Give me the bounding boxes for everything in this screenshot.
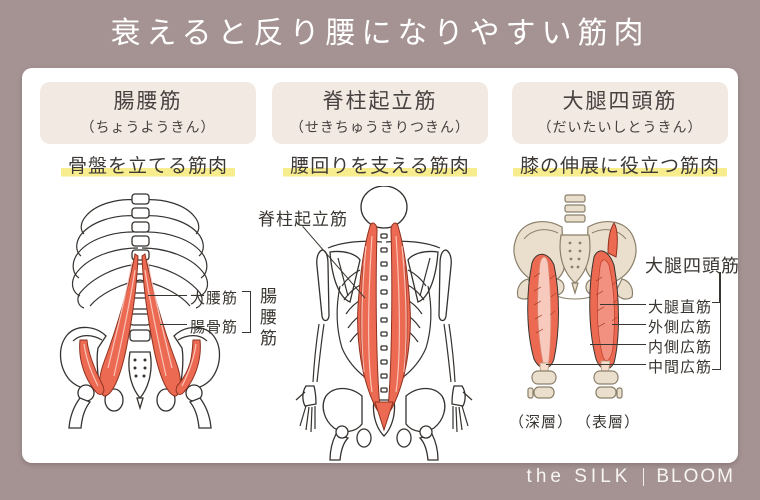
label-deep-layer: （深層） [509,415,574,431]
brand-right: BLOOM [656,466,735,487]
leader-line-vastus-medialis [590,344,646,345]
leader-line-rectus-femoris [600,304,646,305]
brand-logo: the SILK | BLOOM [527,466,735,488]
iliopsoas-illustration [59,193,221,429]
muscle-name: 大腿四頭筋 [562,89,678,114]
muscle-role-iliopsoas: 骨盤を立てる筋肉 [40,151,256,178]
label-vastus-intermedius: 中間広筋 [648,360,713,376]
muscle-reading: （だいたいしとうきん） [537,120,703,136]
muscle-role-text: 骨盤を立てる筋肉 [60,156,235,177]
muscle-reading: （せきちゅうきりつきん） [289,120,471,136]
label-vastus-medialis: 内側広筋 [648,340,713,356]
label-rectus-femoris: 大腿直筋 [648,300,713,316]
leader-line-iliacus [160,324,187,325]
bracket-stem-quadriceps [719,272,721,303]
page-title: 衰えると反り腰になりやすい筋肉 [110,17,650,50]
leader-line-psoas-major [148,295,187,296]
quadriceps-illustration [513,194,637,399]
brand-left: the SILK [526,466,632,487]
label-iliacus: 腸骨筋 [190,320,239,336]
leader-line-vastus-intermedius [546,364,646,365]
erector-spinae-illustration [295,186,473,461]
muscle-role-text: 膝の伸展に役立つ筋肉 [512,156,727,177]
label-iliopsoas-group: 腸腰筋 [257,287,276,350]
muscle-header-erector-spinae: 脊柱起立筋 （せきちゅうきりつきん） [272,82,488,144]
muscle-reading: （ちょうようきん） [80,120,216,136]
muscle-role-text: 腰回りを支える筋肉 [283,156,477,177]
label-psoas-major: 大腰筋 [190,291,239,307]
group-bracket-iliopsoas [242,291,251,333]
muscle-header-iliopsoas: 腸腰筋 （ちょうようきん） [40,82,256,144]
muscle-name: 脊柱起立筋 [322,89,438,114]
group-bracket-quadriceps [712,302,721,370]
muscle-header-quadriceps: 大腿四頭筋 （だいたいしとうきん） [512,82,728,144]
muscle-role-erector-spinae: 腰回りを支える筋肉 [272,151,488,178]
brand-divider: | [642,466,646,487]
label-quadriceps-group: 大腿四頭筋 [645,256,740,276]
muscle-name: 腸腰筋 [113,89,183,114]
muscle-role-quadriceps: 膝の伸展に役立つ筋肉 [512,151,728,178]
label-surface-layer: （表層） [576,415,641,431]
label-erector-spinae: 脊柱起立筋 [258,210,348,229]
label-vastus-lateralis: 外側広筋 [648,320,713,336]
leader-line-vastus-lateralis [612,324,646,325]
